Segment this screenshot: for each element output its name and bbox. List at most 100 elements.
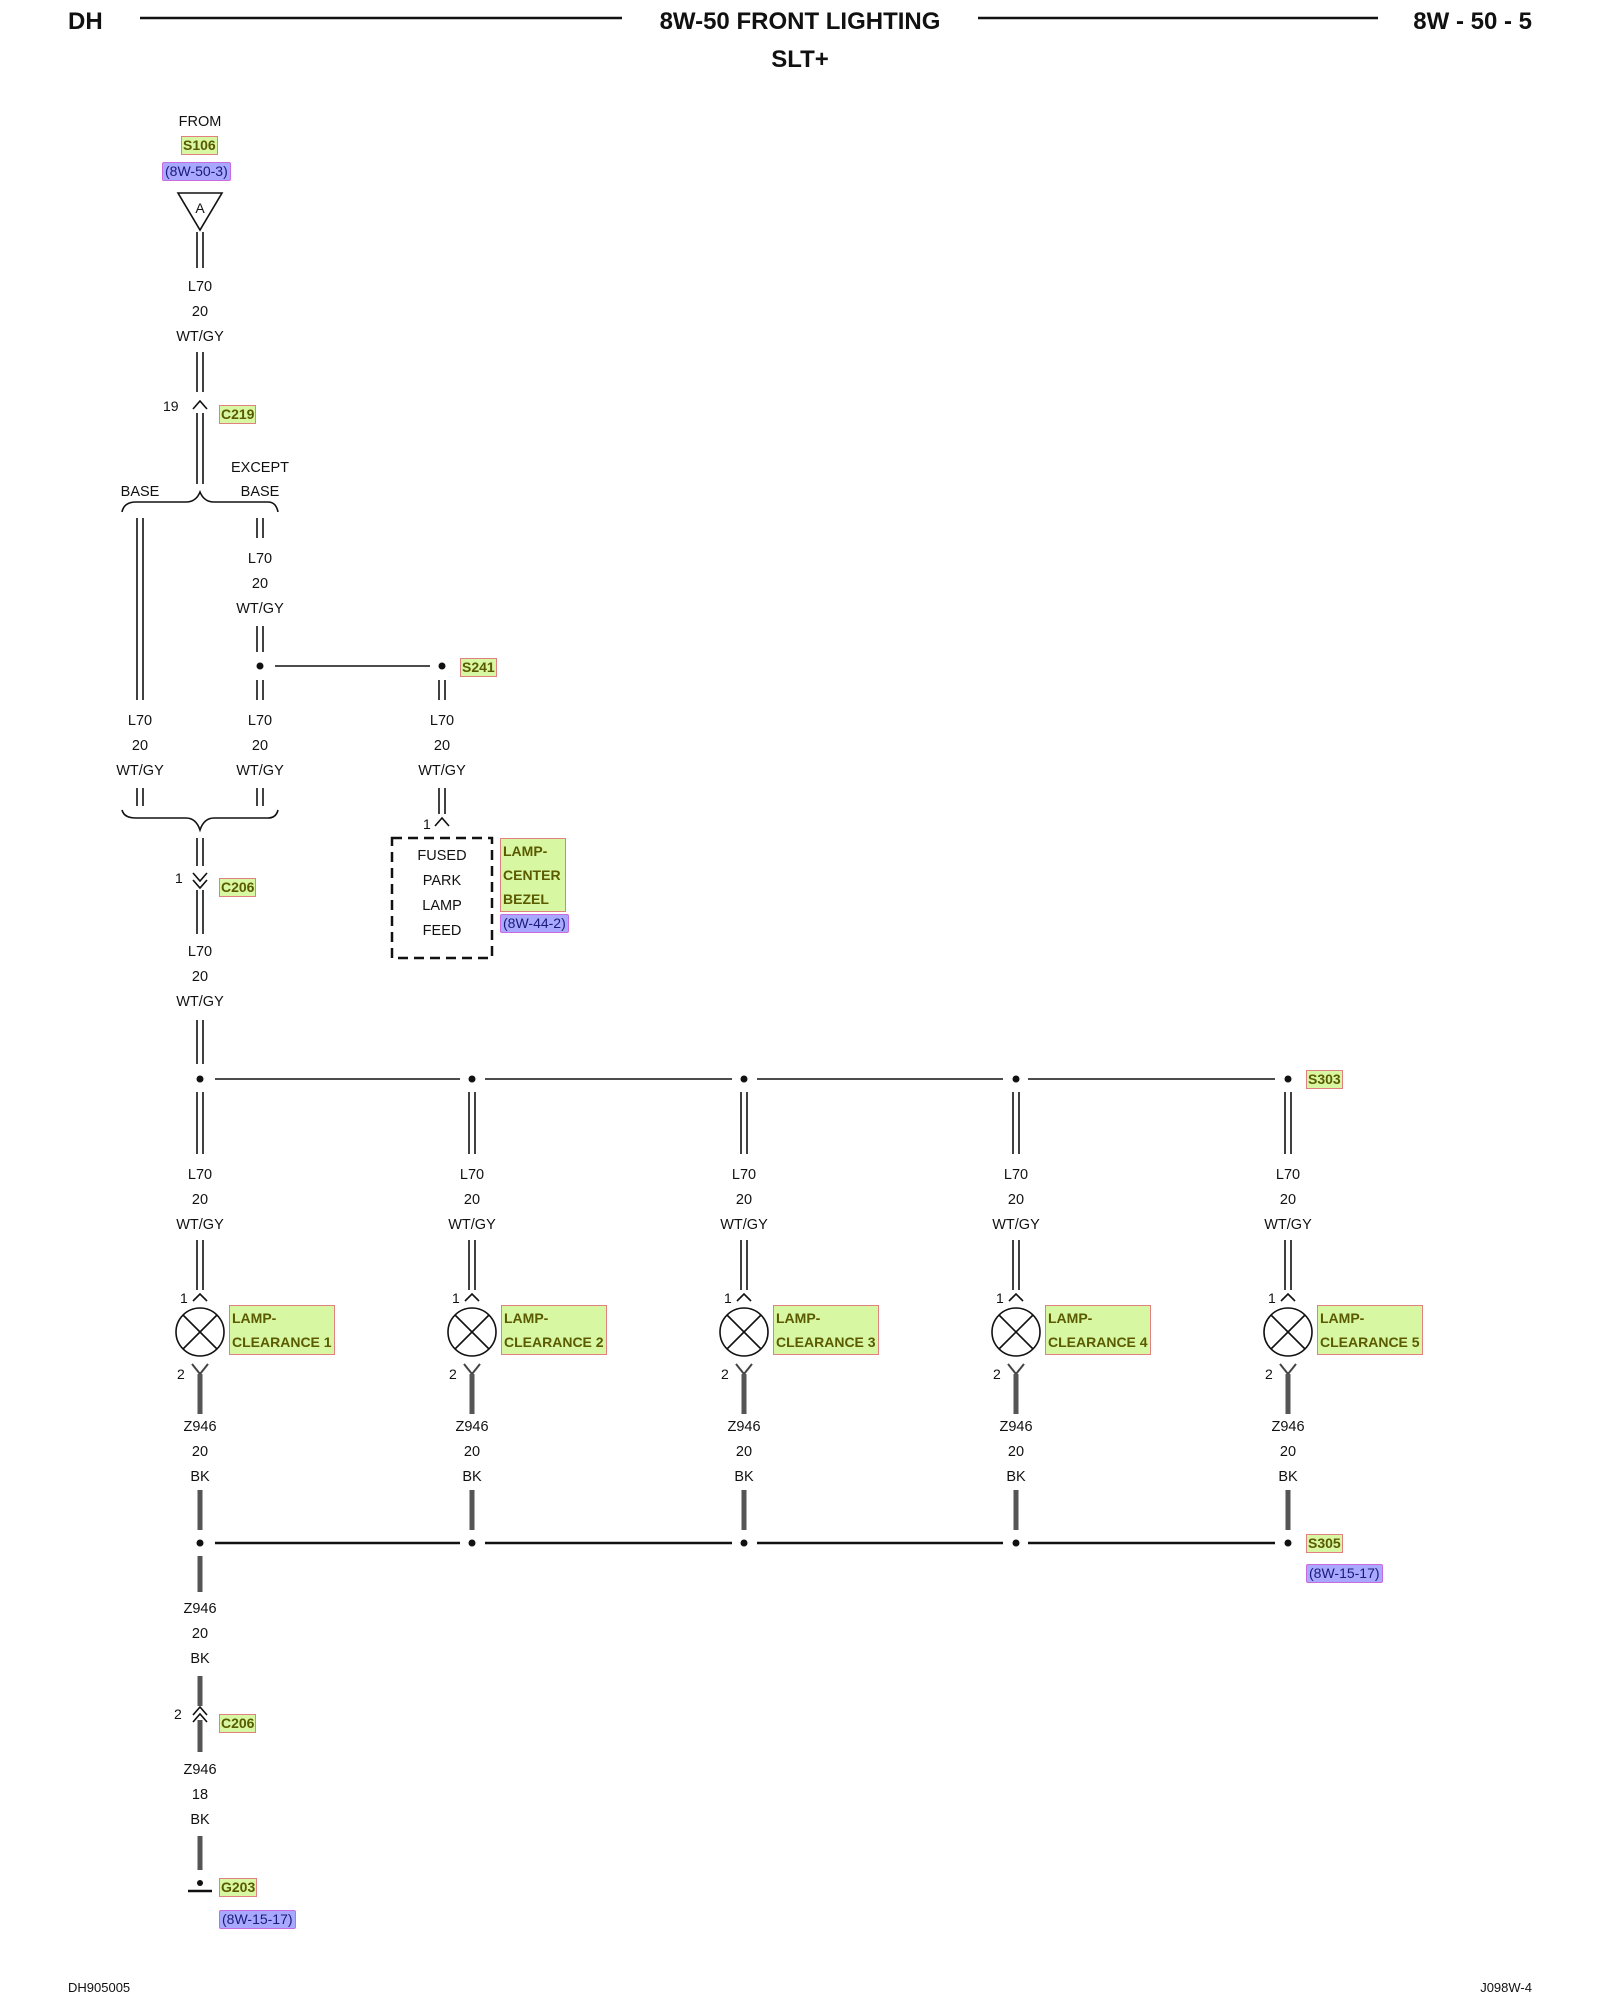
feed-wires bbox=[121, 192, 1292, 1290]
wire-label-gauge: 20 bbox=[191, 304, 209, 320]
splice-dots bbox=[196, 662, 1292, 1886]
wire-label-circuit: L70 bbox=[187, 944, 213, 960]
branch-brace-top bbox=[121, 489, 279, 513]
lamp-4-pin-2: 2 bbox=[993, 1366, 1001, 1382]
lamp-center-bezel-line-1: LAMP- bbox=[503, 843, 548, 859]
lamp-3-name-line-1: LAMP- bbox=[776, 1310, 821, 1326]
lamp-symbol-2 bbox=[447, 1307, 497, 1357]
connector-a-triangle bbox=[176, 192, 224, 232]
c219-pin-number: 19 bbox=[163, 398, 179, 414]
lamp-2-pin-2: 2 bbox=[449, 1366, 457, 1382]
wire-label-circuit: L70 bbox=[247, 551, 273, 567]
splice-s241-tag[interactable]: S241 bbox=[460, 658, 497, 677]
bezel-pin-number: 1 bbox=[423, 816, 431, 832]
ref-8w-50-3-link[interactable]: (8W-50-3) bbox=[162, 162, 231, 181]
lamp-clearance-4-tag[interactable]: LAMP- CLEARANCE 4 bbox=[1045, 1305, 1151, 1355]
wire-label-circuit: L70 bbox=[187, 279, 213, 295]
ground-wire-circuit: Z946 bbox=[455, 1419, 489, 1435]
branch-base-label: BASE bbox=[120, 484, 160, 500]
lamp-3-name-line-2: CLEARANCE 3 bbox=[776, 1334, 876, 1350]
wire-label-circuit: L70 bbox=[731, 1167, 757, 1183]
clearance-lamp-symbols bbox=[175, 1307, 1313, 1357]
wire-label-color: WT/GY bbox=[1264, 1217, 1312, 1233]
connector-c206-tag[interactable]: C206 bbox=[219, 878, 257, 897]
lamp-2-pin-1: 1 bbox=[452, 1290, 460, 1306]
ground-g203-tag[interactable]: G203 bbox=[219, 1878, 258, 1897]
connector-c219-tag[interactable]: C219 bbox=[219, 405, 257, 424]
lamp-4-name-line-1: LAMP- bbox=[1048, 1310, 1093, 1326]
wire-label-color: WT/GY bbox=[176, 1217, 224, 1233]
lamp-3-pin-2: 2 bbox=[721, 1366, 729, 1382]
lamp-center-bezel-line-2: CENTER bbox=[503, 867, 561, 883]
lamp-clearance-1-tag[interactable]: LAMP- CLEARANCE 1 bbox=[229, 1305, 335, 1355]
wire-label-color: WT/GY bbox=[176, 329, 224, 345]
ground-wire-circuit: Z946 bbox=[727, 1419, 761, 1435]
wire-label-gauge: 20 bbox=[251, 738, 269, 754]
ground-wire-gauge: 20 bbox=[1279, 1444, 1297, 1460]
wire-label-color: WT/GY bbox=[176, 994, 224, 1010]
lamp-center-bezel-line-3: BEZEL bbox=[503, 891, 549, 907]
wire-label-gauge: 20 bbox=[1007, 1192, 1025, 1208]
c206-ground-pin: 2 bbox=[174, 1706, 182, 1722]
ground-wire-circuit: Z946 bbox=[183, 1601, 217, 1617]
ground-wire-circuit: Z946 bbox=[183, 1419, 217, 1435]
branch-brace-bottom bbox=[121, 809, 279, 833]
wire-label-gauge: 20 bbox=[131, 738, 149, 754]
lamp-1-name-line-1: LAMP- bbox=[232, 1310, 277, 1326]
connector-c206-ground-tag[interactable]: C206 bbox=[219, 1714, 257, 1733]
ground-wire-color: BK bbox=[734, 1469, 754, 1485]
splice-s106-tag[interactable]: S106 bbox=[181, 136, 218, 155]
ground-wire-color: BK bbox=[462, 1469, 482, 1485]
ground-wire-18-gauge: 18 bbox=[191, 1787, 209, 1803]
wire-label-circuit: L70 bbox=[429, 713, 455, 729]
wire-label-circuit: L70 bbox=[127, 713, 153, 729]
footer-figure-id: J098W-4 bbox=[1480, 1980, 1532, 1995]
lamp-4-name-line-2: CLEARANCE 4 bbox=[1048, 1334, 1148, 1350]
lamp-5-pin-1: 1 bbox=[1268, 1290, 1276, 1306]
lamp-clearance-2-tag[interactable]: LAMP- CLEARANCE 2 bbox=[501, 1305, 607, 1355]
bezel-box-line-4: FEED bbox=[422, 923, 462, 939]
wire-label-color: WT/GY bbox=[448, 1217, 496, 1233]
wire-label-color: WT/GY bbox=[418, 763, 466, 779]
lamp-4-pin-1: 1 bbox=[996, 1290, 1004, 1306]
wire-label-color: WT/GY bbox=[116, 763, 164, 779]
ground-wires bbox=[197, 1374, 1291, 1870]
wire-label-color: WT/GY bbox=[236, 601, 284, 617]
wire-label-circuit: L70 bbox=[187, 1167, 213, 1183]
ground-wire-circuit: Z946 bbox=[1271, 1419, 1305, 1435]
ground-wire-circuit: Z946 bbox=[999, 1419, 1033, 1435]
bezel-box-line-1: FUSED bbox=[417, 848, 467, 864]
ground-wire-gauge: 20 bbox=[735, 1444, 753, 1460]
wire-label-color: WT/GY bbox=[720, 1217, 768, 1233]
ground-wire-gauge: 20 bbox=[191, 1444, 209, 1460]
lamp-symbol-3 bbox=[719, 1307, 769, 1357]
c206-feed-pin: 1 bbox=[175, 870, 183, 886]
lamp-center-bezel-tag[interactable]: LAMP- CENTER BEZEL bbox=[500, 838, 566, 912]
ground-wire-color: BK bbox=[190, 1651, 210, 1667]
c206-feed-connector-lower bbox=[192, 879, 208, 890]
branch-except-base-label: BASE bbox=[240, 484, 280, 500]
splice-s303-tag[interactable]: S303 bbox=[1306, 1070, 1343, 1089]
wire-label-gauge: 20 bbox=[191, 1192, 209, 1208]
c206-feed-connector-upper bbox=[192, 872, 208, 883]
ground-wire-18-color: BK bbox=[190, 1812, 210, 1828]
ref-8w-44-2-link[interactable]: (8W-44-2) bbox=[500, 914, 569, 933]
lamp-2-name-line-1: LAMP- bbox=[504, 1310, 549, 1326]
lamp-clearance-5-tag[interactable]: LAMP- CLEARANCE 5 bbox=[1317, 1305, 1423, 1355]
footer-doc-id: DH905005 bbox=[68, 1980, 131, 1995]
ground-wire-gauge: 20 bbox=[1007, 1444, 1025, 1460]
lamp-3-pin-1: 1 bbox=[724, 1290, 732, 1306]
wire-label-circuit: L70 bbox=[1275, 1167, 1301, 1183]
lamp-1-pin-1: 1 bbox=[180, 1290, 188, 1306]
splice-s305-tag[interactable]: S305 bbox=[1306, 1534, 1343, 1553]
wire-label-gauge: 20 bbox=[463, 1192, 481, 1208]
ref-8w-15-17-g203-link[interactable]: (8W-15-17) bbox=[219, 1910, 296, 1929]
wire-label-gauge: 20 bbox=[191, 969, 209, 985]
lamp-symbol-4 bbox=[991, 1307, 1041, 1357]
ref-8w-15-17-link[interactable]: (8W-15-17) bbox=[1306, 1564, 1383, 1583]
lamp-clearance-3-tag[interactable]: LAMP- CLEARANCE 3 bbox=[773, 1305, 879, 1355]
ground-wire-color: BK bbox=[1278, 1469, 1298, 1485]
ground-wire-color: BK bbox=[190, 1469, 210, 1485]
ground-wire-gauge: 20 bbox=[191, 1626, 209, 1642]
